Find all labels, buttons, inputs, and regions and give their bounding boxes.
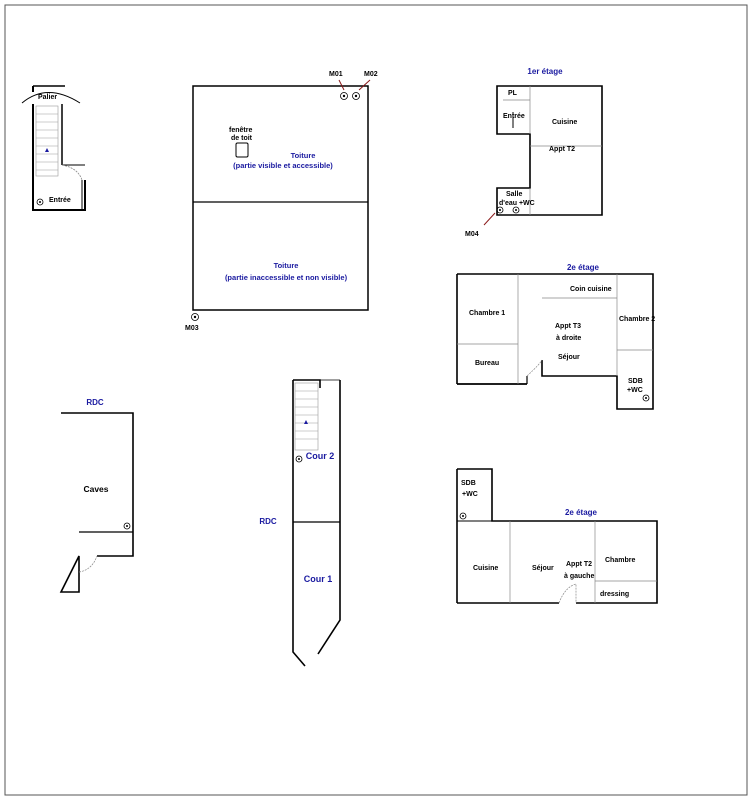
marker-m02-icon bbox=[352, 92, 360, 100]
floor2-t2-appt-label-1: Appt T2 bbox=[566, 561, 592, 568]
stair-entree-label: Entrée bbox=[49, 197, 71, 204]
meter-icon bbox=[512, 206, 520, 214]
floor2-t2-appt-label-2: à gauche bbox=[564, 573, 594, 580]
floor2-t2-plan: 2e étage SDB +WC Cuisine Séjour Appt T2 … bbox=[456, 468, 658, 604]
floor2-t3-title: 2e étage bbox=[567, 263, 600, 272]
floor1-entree-label: Entrée bbox=[503, 113, 525, 120]
meter-icon bbox=[123, 522, 131, 530]
roof-visible-title: Toiture bbox=[291, 151, 316, 160]
floor2-t3-sdb-label-2: +WC bbox=[627, 387, 643, 394]
page-border bbox=[4, 4, 748, 796]
stair-plan: Palier Entrée bbox=[21, 85, 86, 211]
floor1-title: 1er étage bbox=[527, 67, 563, 76]
floor2-t2-sdb-label-1: SDB bbox=[461, 480, 476, 487]
rdc-caves-label: Caves bbox=[83, 484, 108, 494]
floor1-appt-label: Appt T2 bbox=[549, 146, 575, 153]
rdc-caves-plan: RDC Caves bbox=[59, 398, 134, 593]
meter-icon bbox=[459, 512, 467, 520]
floor1-cuisine-label: Cuisine bbox=[552, 119, 577, 126]
roof-hidden-sub: (partie inaccessible et non visible) bbox=[225, 273, 348, 282]
floor2-t3-bureau-label: Bureau bbox=[475, 360, 499, 367]
floor2-t2-sejour-label: Séjour bbox=[532, 565, 554, 572]
stair-palier-label: Palier bbox=[38, 94, 57, 101]
meter-icon bbox=[295, 455, 303, 463]
roof-plan: M01 M02 fenêtre de toit Toiture (partie … bbox=[185, 71, 378, 332]
marker-m01-icon bbox=[340, 92, 348, 100]
floor1-plan: 1er étage PL Entrée Cuisine Appt T2 Sall… bbox=[465, 67, 603, 238]
skylight-label-2: de toit bbox=[231, 135, 253, 142]
floor2-t3-sdb-label-1: SDB bbox=[628, 378, 643, 385]
floor2-t2-cuisine-label: Cuisine bbox=[473, 565, 498, 572]
floor1-salle-label-2: d'eau +WC bbox=[499, 200, 535, 207]
marker-m02-label: M02 bbox=[364, 71, 378, 78]
rdc-cour2-label: Cour 2 bbox=[306, 451, 335, 461]
floor2-t2-chambre-label: Chambre bbox=[605, 557, 635, 564]
marker-m04-label: M04 bbox=[465, 231, 479, 238]
marker-m03-icon bbox=[191, 313, 199, 321]
floor2-t3-plan: 2e étage Coin cuisine Chambre 1 Chambre … bbox=[456, 263, 655, 410]
marker-m03-label: M03 bbox=[185, 325, 199, 332]
stair-arrow-icon bbox=[304, 420, 308, 424]
rdc-cour-plan: RDC Cour 2 Cour 1 bbox=[259, 379, 341, 667]
floor2-t3-sejour-label: Séjour bbox=[558, 354, 580, 361]
floor2-t2-sdb-label-2: +WC bbox=[462, 491, 478, 498]
floor2-t3-chambre2-label: Chambre 2 bbox=[619, 316, 655, 323]
roof-hidden-title: Toiture bbox=[274, 261, 299, 270]
floor2-t2-title: 2e étage bbox=[565, 508, 598, 517]
floor2-t2-dressing-label: dressing bbox=[600, 591, 629, 598]
rdc-cour1-label: Cour 1 bbox=[304, 574, 333, 584]
meter-icon bbox=[642, 394, 650, 402]
meter-icon bbox=[36, 198, 44, 206]
stair-arrow-icon bbox=[45, 148, 49, 152]
floor2-t3-appt-label-2: à droite bbox=[556, 335, 581, 342]
skylight-icon bbox=[235, 142, 249, 158]
marker-m04-icon bbox=[496, 206, 504, 214]
stair-steps bbox=[36, 113, 58, 171]
floor2-t3-coin-cuisine-label: Coin cuisine bbox=[570, 286, 612, 293]
floor1-salle-label-1: Salle bbox=[506, 191, 522, 198]
roof-visible-sub: (partie visible et accessible) bbox=[233, 161, 333, 170]
floor1-pl-label: PL bbox=[508, 90, 518, 97]
rdc-cour-title: RDC bbox=[259, 517, 277, 526]
floor2-t3-appt-label-1: Appt T3 bbox=[555, 323, 581, 330]
rdc-caves-title: RDC bbox=[86, 398, 104, 407]
floor2-t3-chambre1-label: Chambre 1 bbox=[469, 310, 505, 317]
skylight-label-1: fenêtre bbox=[229, 127, 252, 134]
marker-m01-label: M01 bbox=[329, 71, 343, 78]
